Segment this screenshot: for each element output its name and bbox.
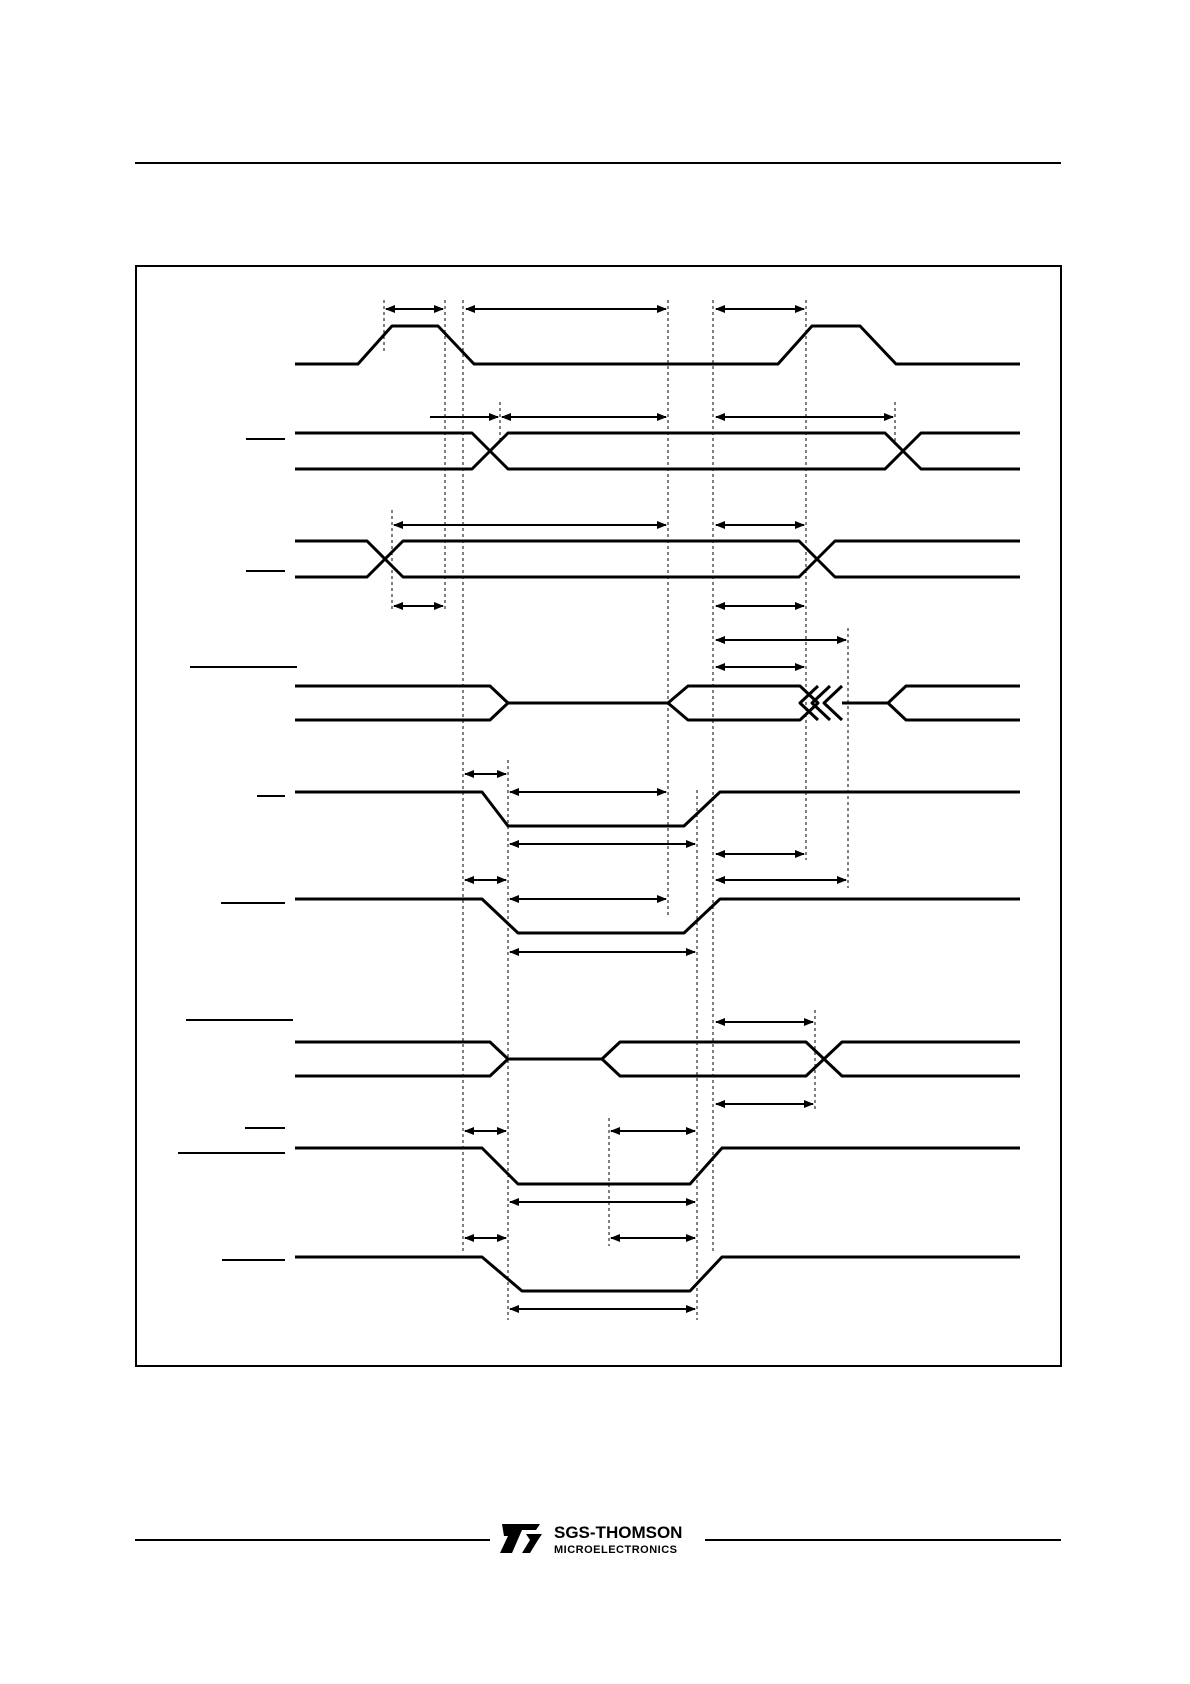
waveform-signal-9	[295, 1255, 1020, 1293]
waveform-signal-4-valid-2	[798, 684, 820, 722]
reference-lines	[383, 300, 896, 1320]
st-logo-icon	[500, 1524, 542, 1553]
waveform-signal-6	[295, 897, 1020, 935]
waveform-signal-4-valid-4	[822, 684, 844, 722]
waveform-signal-8	[295, 1146, 1020, 1186]
waveform-signal-5	[295, 790, 1020, 828]
waveform-signal-4-high	[295, 684, 510, 722]
figure-frame	[135, 265, 1062, 1367]
waveforms	[295, 324, 1020, 1293]
waveform-signal-7-high	[295, 1040, 510, 1078]
waveform-signal-7-tail	[822, 1040, 1020, 1078]
waveform-signal-3-high	[295, 539, 1020, 561]
waveform-signal-7-valid	[600, 1040, 826, 1078]
waveform-signal-2-low	[295, 449, 1020, 471]
brand-subtitle: MICROELECTRONICS	[554, 1544, 678, 1556]
waveform-signal-3-low	[295, 557, 1020, 579]
waveform-signal-4-tail	[886, 684, 1020, 722]
waveform-signal-2-high	[295, 431, 1020, 453]
waveform-signal-1	[295, 324, 1020, 366]
waveform-signal-4-valid-3	[810, 684, 832, 722]
signal-label-bars	[178, 438, 297, 1261]
waveform-signal-4-valid	[666, 684, 820, 722]
timing-arrows	[385, 305, 894, 1313]
brand-name: SGS-THOMSON	[554, 1523, 682, 1542]
